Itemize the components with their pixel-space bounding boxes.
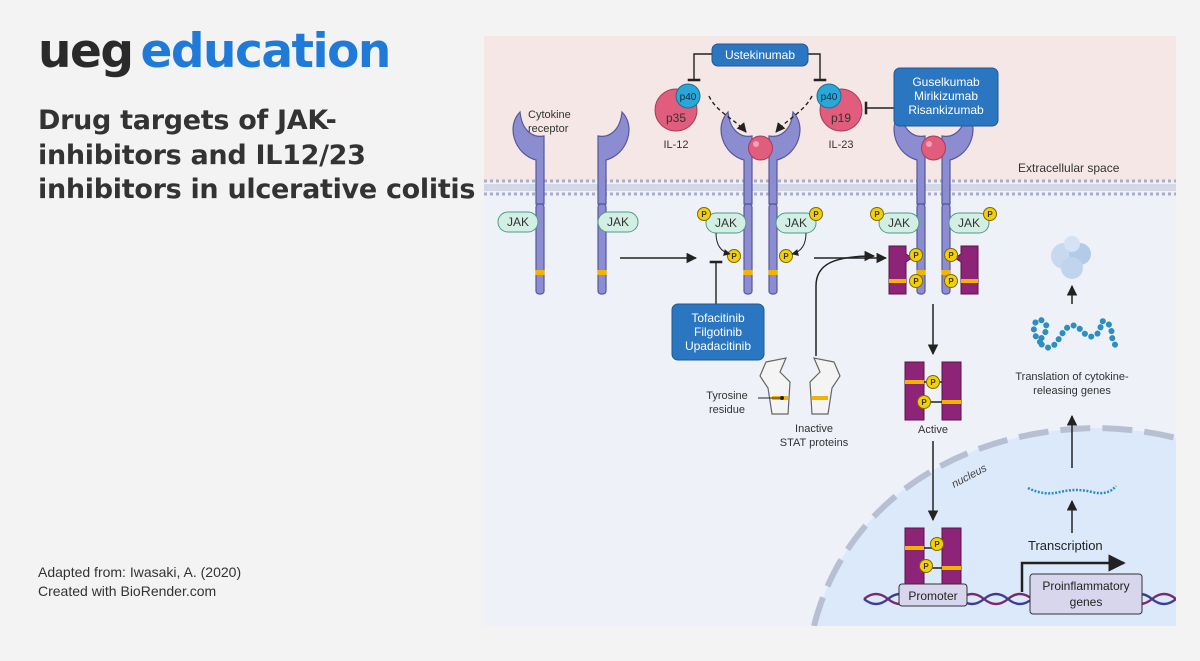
receptor-phosphate-group	[715, 232, 807, 263]
stat-dimer-active	[904, 361, 962, 421]
stat-docked-right	[944, 245, 979, 295]
credit-adapted: Adapted from: Iwasaki, A. (2020)	[38, 564, 242, 580]
jak-inhibitors-box: Tofacitinib Filgotinib Upadacitinib	[671, 303, 765, 361]
stat-inactive-right	[809, 357, 841, 415]
page-title: Drug targets of JAK-inhibitors and IL12/…	[38, 105, 476, 206]
active-label: Active	[918, 424, 948, 436]
credit: Adapted from: Iwasaki, A. (2020) Created…	[38, 563, 241, 601]
stat-docked-left	[888, 245, 923, 295]
il23-inhibitors-box: Guselkumab Mirikizumab Risankizumab	[893, 67, 999, 127]
ustekinumab-il23-inhibition	[808, 53, 827, 82]
ustekinumab-box: Ustekinumab	[711, 43, 809, 67]
svg-text:JAK: JAK	[958, 216, 980, 230]
translation-label-2: releasing genes	[1033, 385, 1111, 397]
jak-phosphorylated-right: JAK	[775, 207, 823, 234]
tyrosine-label-2: residue	[709, 404, 745, 416]
jak-left-unbound: JAK	[497, 211, 539, 233]
svg-text:JAK: JAK	[888, 216, 910, 230]
svg-text:JAK: JAK	[715, 216, 737, 230]
jak-right-unbound: JAK	[597, 211, 639, 233]
svg-text:JAK: JAK	[785, 216, 807, 230]
logo-ueg: ueg	[38, 24, 134, 79]
svg-text:Ustekinumab: Ustekinumab	[725, 48, 795, 62]
drug-upadacitinib: Upadacitinib	[685, 339, 751, 353]
cytokine-receptor-bound-1	[720, 111, 801, 295]
drug-mirikizumab: Mirikizumab	[914, 89, 978, 103]
translation-label-1: Translation of cytokine-	[1015, 371, 1129, 383]
svg-text:Promoter: Promoter	[908, 589, 957, 603]
promoter-box: Promoter	[898, 583, 968, 607]
cytokine-receptor-label-2: receptor	[528, 123, 569, 135]
transcription-arrow	[1020, 554, 1126, 592]
drug-risankizumab: Risankizumab	[908, 103, 984, 117]
pathway-diagram: P nucleus Extracellular space Cytokine r…	[484, 36, 1176, 626]
logo-education: education	[140, 24, 391, 79]
inactive-stat-label-2: STAT proteins	[780, 437, 849, 449]
svg-text:Proinflammatory: Proinflammatory	[1042, 579, 1129, 593]
ustekinumab-il12-inhibition	[687, 53, 712, 82]
p35-label: p35	[666, 111, 686, 125]
credit-biorender: Created with BioRender.com	[38, 582, 217, 599]
il23-label: IL-23	[828, 139, 853, 151]
cytokine-receptor-label-1: Cytokine	[528, 109, 571, 121]
p40-label-il23: p40	[821, 92, 838, 103]
mrna-icon	[1027, 485, 1117, 495]
jak-activated-right: JAK	[948, 207, 997, 234]
cytokine-protein-icon	[1051, 236, 1091, 279]
tyrosine-label-1: Tyrosine	[706, 390, 748, 402]
p40-label-il12: p40	[680, 92, 697, 103]
jak-phosphorylated-left: JAK	[697, 207, 747, 234]
il23-cytokine: p19 p40	[816, 83, 863, 132]
svg-text:JAK: JAK	[507, 215, 529, 229]
p19-label: p19	[831, 111, 851, 125]
il12-label: IL-12	[663, 139, 688, 151]
transcription-label: Transcription	[1028, 538, 1103, 553]
proinflammatory-genes-box: Proinflammatory genes	[1029, 573, 1143, 615]
cytokine-receptor-bound-2	[893, 111, 974, 295]
jak-activated-left: JAK	[870, 207, 920, 234]
svg-text:genes: genes	[1070, 595, 1103, 609]
il12-cytokine: p35 p40	[654, 83, 701, 132]
extracellular-label: Extracellular space	[1018, 161, 1120, 175]
svg-text:JAK: JAK	[607, 215, 629, 229]
stat-dimer-promoter	[904, 527, 962, 585]
inactive-stat-label-1: Inactive	[795, 423, 833, 435]
stat-recruitment-arrow	[815, 250, 876, 356]
polypeptide-chain-icon	[1030, 317, 1121, 351]
drug-tofacitinib: Tofacitinib	[691, 311, 745, 325]
drug-filgotinib: Filgotinib	[694, 325, 742, 339]
drug-guselkumab: Guselkumab	[912, 75, 980, 89]
